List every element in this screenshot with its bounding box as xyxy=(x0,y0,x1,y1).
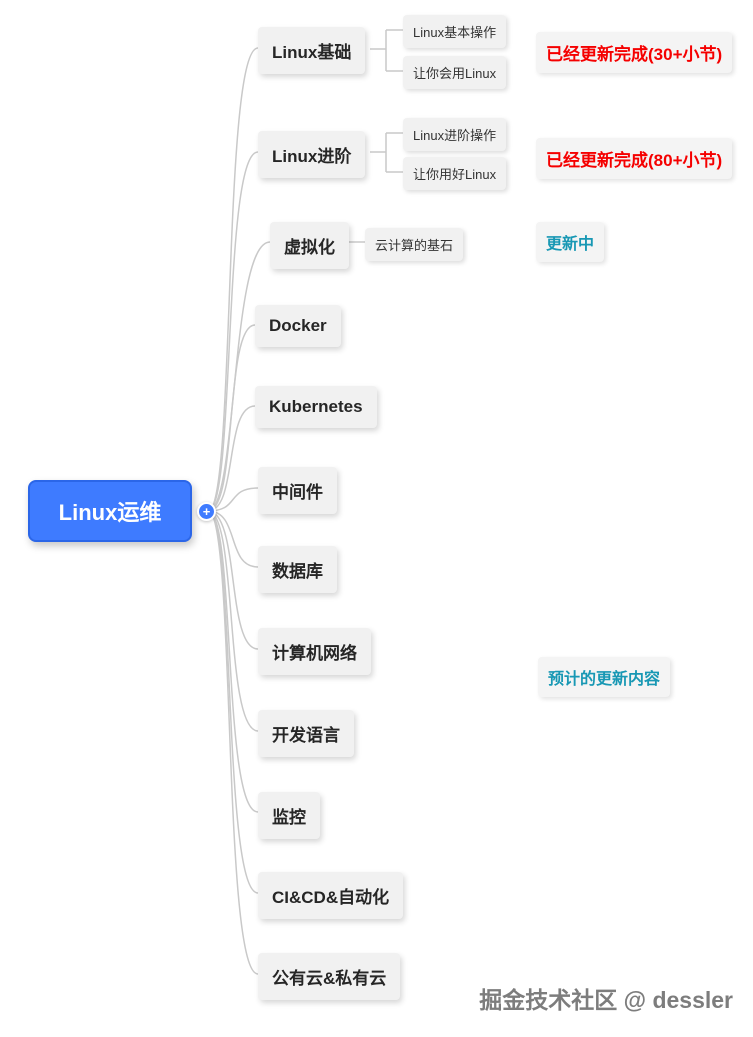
branch-node-network[interactable]: 计算机网络 xyxy=(258,628,371,675)
subnode-learn-to-use-linux[interactable]: 让你会用Linux xyxy=(403,56,507,89)
link-root-monitoring xyxy=(207,510,259,813)
status-planned-content[interactable]: 预计的更新内容 xyxy=(538,657,671,697)
subnode-use-linux-well[interactable]: 让你用好Linux xyxy=(403,157,507,190)
status-virt-updating[interactable]: 更新中 xyxy=(536,222,605,262)
branch-node-cicd[interactable]: CI&CD&自动化 xyxy=(258,872,404,919)
branch-node-database[interactable]: 数据库 xyxy=(258,546,337,593)
subnode-cloud-cornerstone[interactable]: 云计算的基石 xyxy=(365,228,464,261)
link-root-linux-advanced xyxy=(207,151,259,512)
branch-node-monitoring[interactable]: 监控 xyxy=(258,792,320,839)
link-root-cicd xyxy=(207,510,259,894)
link-advanced-children xyxy=(370,132,403,173)
link-basic-children xyxy=(370,29,403,72)
branch-node-linux-basic[interactable]: Linux基础 xyxy=(258,27,366,74)
subnode-linux-advanced-ops[interactable]: Linux进阶操作 xyxy=(403,118,507,151)
branch-node-devlang[interactable]: 开发语言 xyxy=(258,710,354,757)
branch-node-kubernetes[interactable]: Kubernetes xyxy=(255,386,377,428)
status-advanced-updated[interactable]: 已经更新完成(80+小节) xyxy=(536,138,733,179)
branch-node-virtualization[interactable]: 虚拟化 xyxy=(270,222,349,269)
link-root-docker xyxy=(207,324,256,512)
branch-node-docker[interactable]: Docker xyxy=(255,305,341,347)
branch-node-middleware[interactable]: 中间件 xyxy=(258,467,337,514)
link-root-linux-basic xyxy=(207,47,259,512)
branch-node-cloud[interactable]: 公有云&私有云 xyxy=(258,953,401,1000)
expand-button[interactable]: + xyxy=(197,502,216,521)
subnode-linux-basic-ops[interactable]: Linux基本操作 xyxy=(403,15,507,48)
link-root-cloud xyxy=(207,510,259,975)
link-root-devlang xyxy=(207,510,259,732)
branch-node-linux-advanced[interactable]: Linux进阶 xyxy=(258,131,366,178)
status-basic-updated[interactable]: 已经更新完成(30+小节) xyxy=(536,32,733,73)
link-root-network xyxy=(207,510,259,650)
watermark: 掘金技术社区 @ dessler xyxy=(479,987,733,1013)
root-node-linux-ops[interactable]: Linux运维 xyxy=(28,480,192,542)
link-root-database xyxy=(207,510,259,568)
root-node-label: Linux运维 xyxy=(58,500,162,525)
link-root-kubernetes xyxy=(207,405,256,512)
